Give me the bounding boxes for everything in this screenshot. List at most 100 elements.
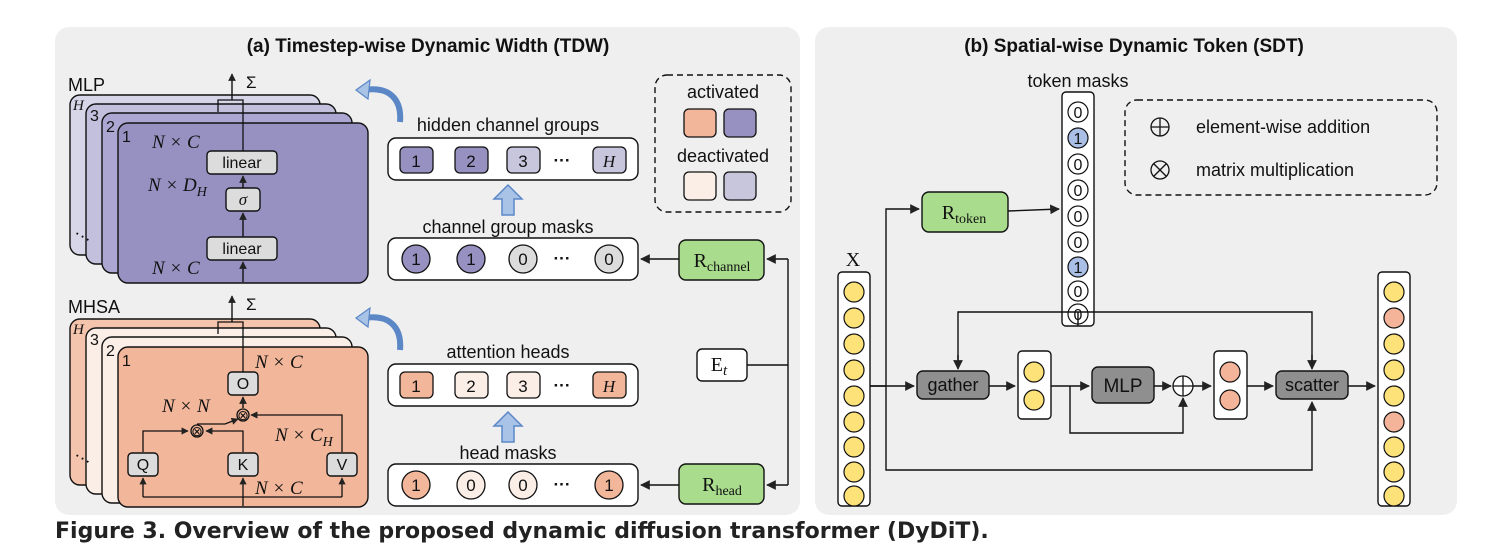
attention-head-1 — [399, 371, 434, 399]
token-mask — [1067, 231, 1089, 253]
hidden-group-2-label: 2 — [466, 152, 475, 171]
hidden-group-dots: ··· — [554, 151, 571, 170]
x-token — [843, 359, 865, 381]
gather-label: gather — [927, 375, 978, 395]
output-token — [1383, 281, 1405, 303]
hidden-group-3-label: 3 — [518, 152, 527, 171]
channel-mask-3-label: 0 — [518, 250, 527, 269]
gathered-token — [1023, 361, 1045, 383]
legend-mul-label: matrix multiplication — [1196, 160, 1354, 180]
mlp-dim-mid: N × DH — [147, 175, 208, 200]
token-mask-value: 1 — [1074, 131, 1083, 148]
r-head-box — [678, 463, 765, 505]
hidden-group-h — [592, 146, 627, 174]
attention-head-2 — [454, 371, 489, 399]
mlp-curved-arrowhead — [354, 78, 371, 101]
head-up-arrow-icon — [492, 410, 524, 443]
mhsa-stack-label-2: 2 — [106, 343, 115, 360]
mhsa-v-to-mm2 — [250, 411, 343, 452]
legend-activated-purple — [723, 108, 757, 138]
mhsa-k-box — [227, 452, 259, 477]
token-mask — [1067, 153, 1089, 175]
token-mask — [1067, 280, 1089, 302]
legend-activated-orange — [683, 108, 717, 138]
output-token — [1383, 461, 1405, 483]
legend-activated-label: activated — [687, 82, 759, 102]
matmul-icon — [1150, 160, 1170, 180]
attention-head-h-label: H — [602, 377, 617, 396]
output-tokens — [1383, 281, 1405, 507]
head-mask-3 — [508, 470, 538, 500]
output-token — [1383, 411, 1405, 433]
x-token — [843, 485, 865, 507]
r-token-label: Rtoken — [942, 202, 986, 227]
gathered-token — [1023, 389, 1045, 411]
mlp-sigma-label: σ — [239, 190, 248, 209]
x-label: X — [846, 249, 861, 271]
token-mask-value: 0 — [1074, 209, 1083, 226]
mhsa-matmul-lower — [190, 424, 204, 438]
token-mask-value: 0 — [1074, 183, 1083, 200]
e-t-label: Et — [711, 354, 728, 379]
head-mask-h — [594, 470, 624, 500]
r-head-label: Rhead — [702, 474, 742, 499]
sdt-title: (b) Spatial-wise Dynamic Token (SDT) — [964, 36, 1304, 57]
mhsa-stack-label-3: 3 — [90, 332, 99, 349]
mhsa-dim-nc-bottom: N × C — [254, 478, 303, 499]
output-token — [1383, 333, 1405, 355]
head-mask-dots: ··· — [554, 475, 571, 494]
mhsa-stack-label-h: H — [72, 322, 85, 338]
attention-heads-label: attention heads — [446, 342, 569, 362]
hidden-group-1 — [399, 146, 434, 174]
x-token — [843, 385, 865, 407]
legend-deactivated-purple — [723, 171, 757, 201]
channel-mask-3 — [508, 244, 538, 274]
mhsa-dim-nn: N × N — [161, 396, 211, 417]
mhsa-block: MHSA H 3 2 1 ··· Σ O N × C ⊗ N × N N × C… — [68, 295, 369, 508]
legend-deactivated-orange — [683, 171, 717, 201]
mlp-sum-line — [217, 99, 244, 152]
attention-head-h — [592, 371, 627, 399]
mhsa-dim-nc-top: N × C — [254, 352, 303, 373]
channel-mask-1-label: 1 — [411, 250, 420, 269]
channel-up-arrow-icon — [492, 183, 524, 216]
token-mask — [1067, 205, 1089, 227]
head-mask-1-label: 1 — [411, 476, 420, 495]
channel-mask-h-label: 0 — [604, 250, 613, 269]
output-token — [1383, 385, 1405, 407]
token-mask-value: 1 — [1074, 260, 1083, 277]
mlp-stack-label-1: 1 — [122, 129, 131, 146]
mlp-label: MLP — [68, 75, 105, 95]
scatter-box — [1275, 370, 1349, 400]
channel-mask-dots: ··· — [554, 249, 571, 268]
x-token — [843, 411, 865, 433]
processed-token — [1219, 361, 1241, 383]
head-mask-2-label: 0 — [466, 476, 475, 495]
x-token — [843, 461, 865, 483]
mhsa-k-label: K — [238, 457, 249, 474]
r-channel-label: Rchannel — [694, 250, 751, 275]
figure-caption: Figure 3. Overview of the proposed dynam… — [55, 519, 989, 544]
r-channel-box — [678, 239, 765, 281]
mhsa-o-box — [227, 371, 259, 396]
mhsa-label: MHSA — [68, 297, 120, 317]
attention-head-1-label: 1 — [411, 377, 420, 396]
mhsa-q-label: Q — [137, 457, 149, 474]
mlp-curved-arrow-icon — [363, 86, 404, 123]
output-token — [1383, 307, 1405, 329]
mlp-stack-label-h: H — [72, 98, 85, 114]
mhsa-v-box — [326, 452, 358, 477]
token-mask-value: 0 — [1074, 157, 1083, 174]
token-mask — [1067, 179, 1089, 201]
head-mask-3-label: 0 — [518, 476, 527, 495]
mhsa-mm1-to-mm2 — [197, 417, 239, 425]
mhsa-q-box — [127, 452, 159, 477]
mhsa-k-to-mm1 — [205, 427, 244, 452]
processed-token — [1219, 389, 1241, 411]
mhsa-sum-line — [217, 321, 244, 372]
x-token — [843, 436, 865, 458]
sdt-mlp-label: MLP — [1103, 376, 1142, 397]
hidden-groups-label: hidden channel groups — [417, 115, 599, 135]
mhsa-curved-arrow-icon — [363, 314, 404, 351]
attention-head-3-label: 3 — [518, 377, 527, 396]
